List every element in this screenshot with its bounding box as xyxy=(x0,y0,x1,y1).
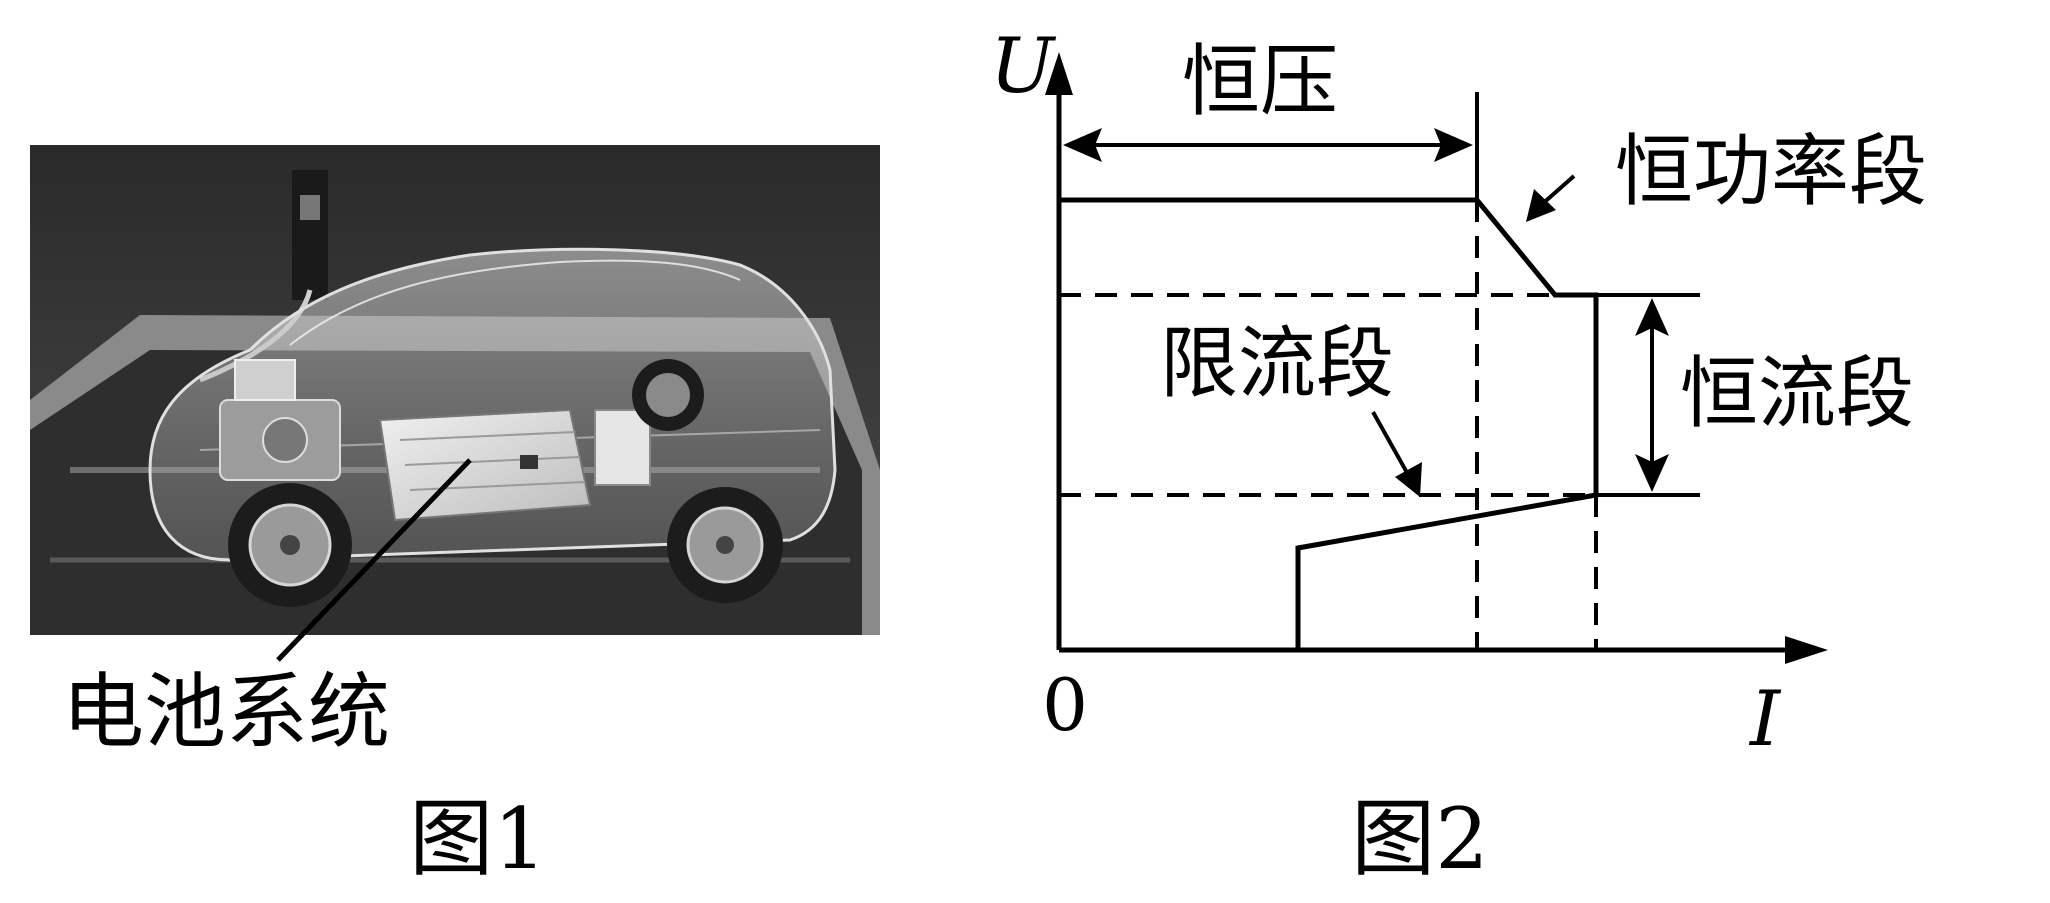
y-axis-label: U xyxy=(990,21,1057,110)
rear-wheel xyxy=(667,487,783,603)
charging-curve xyxy=(1059,197,1599,650)
constant-power-arrow xyxy=(1526,174,1576,222)
figure-2-caption: 图2 xyxy=(1351,790,1488,888)
solid-guides xyxy=(1475,92,1700,497)
x-axis-label: I xyxy=(1748,674,1782,763)
constant-voltage-label: 恒压 xyxy=(1182,37,1338,127)
front-wheel xyxy=(228,483,352,607)
figure-2: U I 0 恒压 恒功率段 恒流段 限流段 图2 xyxy=(990,21,1927,888)
constant-current-label: 恒流段 xyxy=(1680,349,1914,439)
dashed-guides xyxy=(1059,200,1598,650)
charging-post xyxy=(292,170,328,300)
battery-callout-line xyxy=(276,458,472,662)
x-axis-arrow xyxy=(1785,636,1828,664)
constant-voltage-arrow xyxy=(1063,128,1473,162)
axes xyxy=(1045,52,1828,664)
rear-wheel-far xyxy=(632,359,704,431)
current-limit-label: 限流段 xyxy=(1160,319,1394,409)
battery-pack xyxy=(378,408,592,522)
constant-power-label: 恒功率段 xyxy=(1615,127,1927,217)
figure-1: 电池系统 图1 xyxy=(30,145,880,888)
car-body xyxy=(148,247,837,562)
figure-1-caption: 图1 xyxy=(409,790,546,888)
current-limit-arrow xyxy=(1371,411,1422,497)
car-photo xyxy=(30,145,880,635)
y-axis-arrow xyxy=(1045,52,1073,95)
constant-current-arrow xyxy=(1635,298,1669,492)
battery-system-label: 电池系统 xyxy=(62,665,390,760)
origin-label: 0 xyxy=(1042,663,1088,747)
